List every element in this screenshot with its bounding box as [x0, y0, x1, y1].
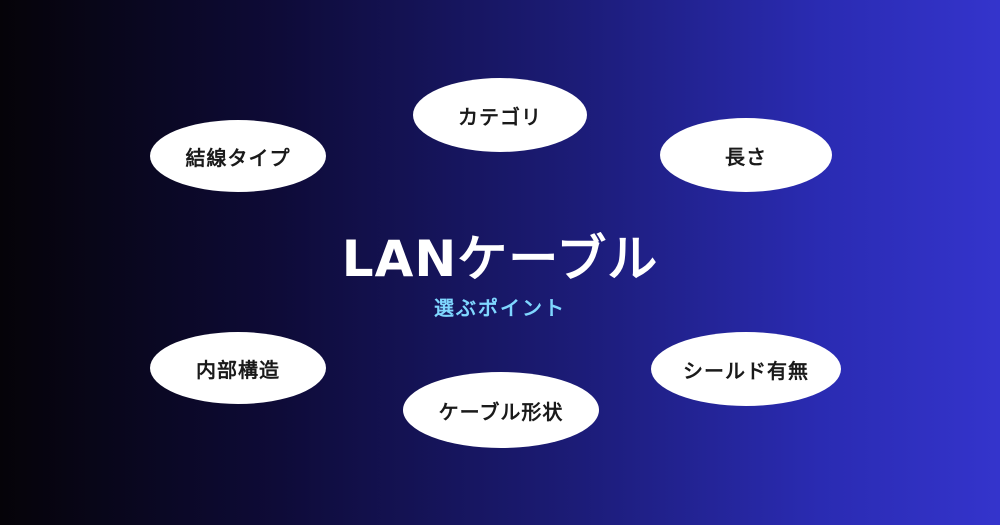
- point-shield: シールド有無: [651, 332, 841, 406]
- point-shield-label: シールド有無: [683, 358, 809, 383]
- point-length-label: 長さ: [725, 144, 767, 169]
- point-category-label: カテゴリ: [458, 104, 542, 129]
- point-inner-structure-label: 内部構造: [196, 357, 280, 382]
- point-wire-type: 結線タイプ: [150, 120, 326, 192]
- main-subtitle: 選ぶポイント: [434, 296, 566, 320]
- point-length: 長さ: [660, 118, 832, 192]
- point-category: カテゴリ: [413, 78, 587, 152]
- main-title: LANケーブル: [341, 230, 659, 288]
- point-cable-shape-label: ケーブル形状: [438, 399, 564, 424]
- point-inner-structure: 内部構造: [150, 332, 326, 404]
- point-wire-type-label: 結線タイプ: [185, 145, 291, 170]
- point-cable-shape: ケーブル形状: [403, 372, 599, 448]
